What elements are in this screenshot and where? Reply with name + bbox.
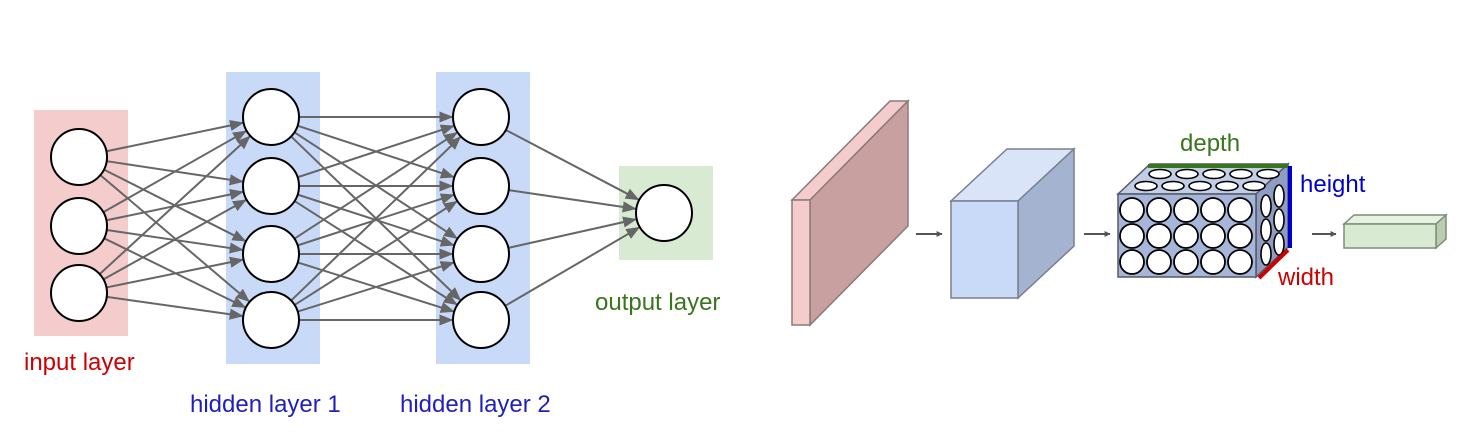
connection-hidden1-3-hidden2-2 [297, 261, 455, 313]
network-neurons [50, 88, 693, 349]
neuron-input-1 [50, 197, 108, 255]
conv-neuron-front-2-2 [1173, 249, 1199, 275]
connection-input-2-hidden1-2 [106, 256, 244, 289]
conv-neuron-side-0-2 [1260, 242, 1272, 266]
convnet-volumes: depth height width [790, 99, 1448, 327]
neuron-hidden1-3 [242, 291, 300, 349]
connection-input-2-hidden1-1 [102, 199, 247, 281]
connection-hidden1-3-hidden2-1 [294, 200, 458, 306]
connection-hidden2-1-output-0 [508, 189, 637, 213]
hidden-layer-2-label: hidden layer 2 [400, 391, 551, 418]
conv-neuron-top-0-3 [1229, 168, 1253, 180]
output-layer-label: output layer [595, 289, 720, 316]
connection-input-2-hidden1-3 [106, 295, 244, 320]
conv-neuron-front-2-4 [1227, 249, 1253, 275]
network-connections [98, 111, 641, 326]
neuron-input-2 [50, 264, 108, 322]
conv-neuron-top-1-3 [1215, 180, 1239, 192]
connection-hidden1-1-hidden2-0 [297, 124, 455, 179]
connection-input-0-hidden1-3 [99, 174, 250, 303]
output-volume-front [1343, 223, 1437, 249]
connection-hidden2-0-output-0 [505, 129, 640, 201]
connection-input-1-hidden1-0 [102, 130, 247, 214]
output-volume [1342, 213, 1448, 250]
hidden-volume-front [950, 200, 1019, 299]
width-label: width [1277, 264, 1334, 291]
connection-hidden1-2-hidden2-0 [293, 132, 458, 240]
neuron-hidden1-1 [242, 157, 300, 215]
input-volume [790, 99, 910, 327]
conv-neuron-side-1-2 [1273, 232, 1285, 256]
connection-hidden2-3-output-0 [504, 226, 641, 307]
input-layer-label: input layer [24, 349, 135, 376]
conv-neuron-front-0-0 [1119, 197, 1145, 223]
conv-neuron-side-1-1 [1273, 208, 1285, 232]
hidden-layer-1-label: hidden layer 1 [190, 391, 341, 418]
conv-neuron-top-0-1 [1175, 168, 1199, 180]
conv-neuron-top-1-0 [1134, 180, 1158, 192]
conv-neuron-front-0-3 [1200, 197, 1226, 223]
conv-neuron-front-1-4 [1227, 223, 1253, 249]
conv-neuron-front-1-0 [1119, 223, 1145, 249]
conv-neuron-front-1-1 [1146, 223, 1172, 249]
conv-neuron-top-1-4 [1242, 180, 1266, 192]
conv-neuron-side-0-0 [1260, 194, 1272, 218]
conv-neuron-front-2-3 [1200, 249, 1226, 275]
conv-neuron-top-1-1 [1161, 180, 1185, 192]
conv-neuron-front-0-2 [1173, 197, 1199, 223]
neuron-hidden1-2 [242, 225, 300, 283]
conv-neuron-front-0-4 [1227, 197, 1253, 223]
conv-neuron-top-0-2 [1202, 168, 1226, 180]
conv-neuron-top-0-0 [1148, 168, 1172, 180]
input-volume-front [791, 199, 811, 326]
depth-label: depth [1180, 130, 1240, 157]
conv-neuron-front-1-2 [1173, 223, 1199, 249]
conv-neuron-side-0-1 [1260, 218, 1272, 242]
connection-input-2-hidden1-0 [98, 135, 251, 275]
conv-neuron-side-1-0 [1273, 184, 1285, 208]
conv-volume: depth height width [1116, 130, 1366, 291]
conv-neuron-front-2-0 [1119, 249, 1145, 275]
neuron-input-0 [50, 128, 108, 186]
output-volume-top [1342, 214, 1448, 225]
hidden-volume [949, 147, 1076, 300]
conv-neuron-front-0-1 [1146, 197, 1172, 223]
conv-neuron-top-0-4 [1256, 168, 1280, 180]
conv-neuron-front-2-1 [1146, 249, 1172, 275]
neuron-hidden2-3 [452, 291, 510, 349]
height-label: height [1300, 171, 1366, 198]
width-indicator [1257, 248, 1290, 280]
neuron-hidden2-2 [452, 225, 510, 283]
connection-hidden1-3-hidden2-0 [290, 136, 462, 302]
neural-network: input layer hidden layer 1 hidden layer … [24, 72, 720, 418]
conv-neuron-top-1-2 [1188, 180, 1212, 192]
neuron-hidden1-0 [242, 88, 300, 146]
conv-volume-neurons [1119, 168, 1285, 275]
neuron-hidden2-1 [452, 157, 510, 215]
conv-neuron-front-1-3 [1200, 223, 1226, 249]
connection-hidden2-2-output-0 [508, 216, 638, 249]
neuron-hidden2-0 [452, 88, 510, 146]
neuron-output-0 [635, 184, 693, 242]
connection-input-0-hidden1-0 [106, 120, 244, 153]
